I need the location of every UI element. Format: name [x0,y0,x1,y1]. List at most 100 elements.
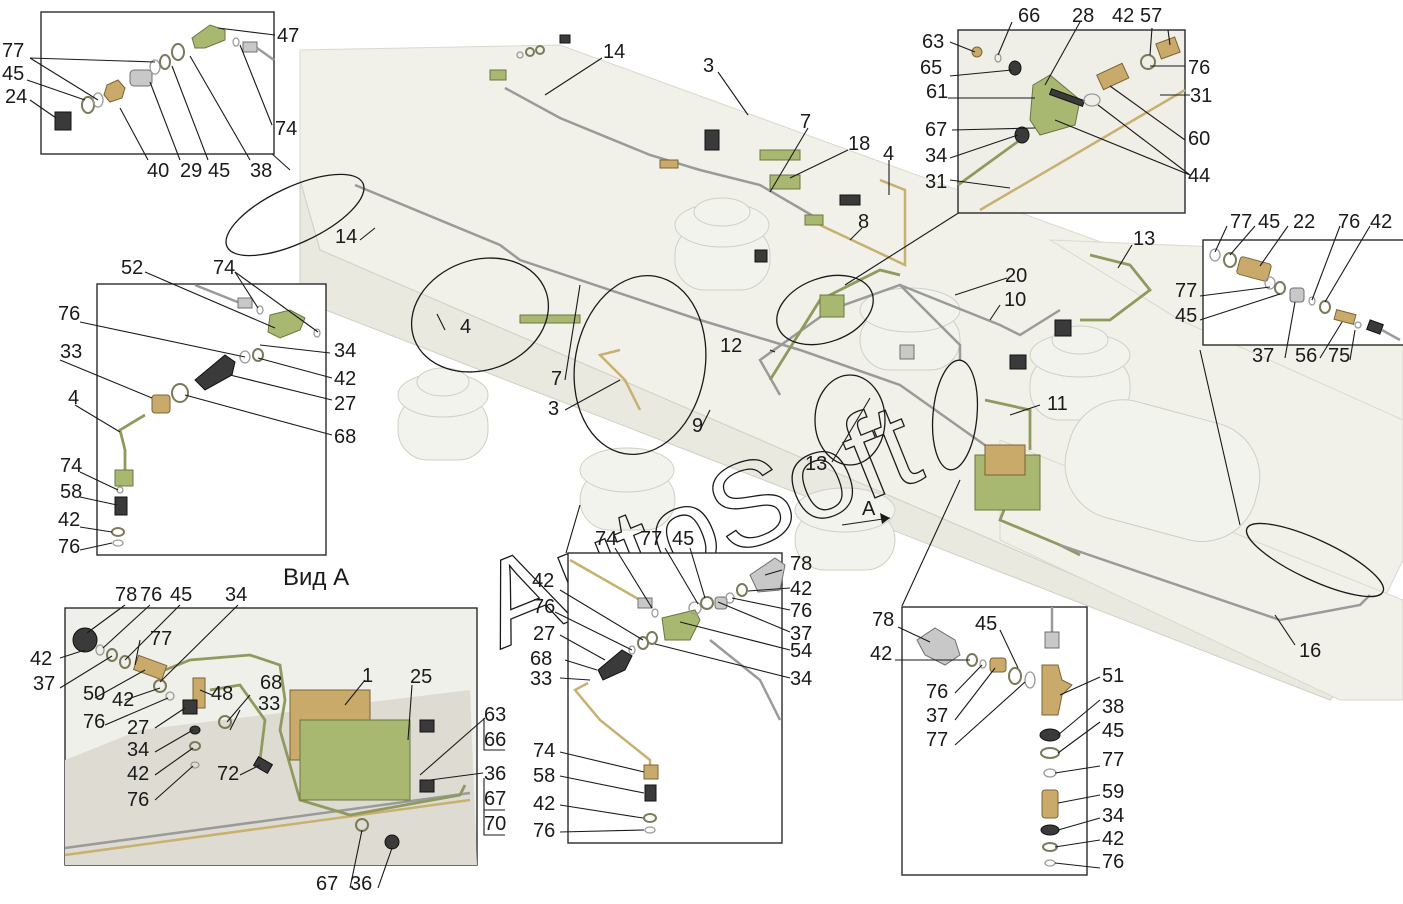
view-a-marker: A [862,498,876,520]
view-a-arrow: A [841,498,891,526]
label-50: 50 [83,683,105,705]
label-34b: 34 [127,739,149,761]
inset-center-bottom: 74 77 45 78 42 42 76 76 27 37 68 54 33 3… [530,528,812,844]
label-76c: 76 [533,820,555,842]
label-27: 27 [334,393,356,415]
label-45: 45 [1258,211,1280,233]
inset-left: 52 74 76 34 33 42 27 4 68 74 58 42 76 [58,257,356,558]
label-74b: 74 [533,740,555,762]
label-67b: 67 [316,873,338,895]
label-67: 67 [925,119,947,141]
label-77b: 77 [1175,280,1197,302]
label-37: 37 [790,623,812,645]
label-16: 16 [1299,640,1321,662]
label-45: 45 [170,584,192,606]
label-7b: 7 [551,368,562,390]
label-74: 74 [595,528,617,550]
label-76: 76 [140,584,162,606]
main-view-labels: 14 3 7 18 4 8 14 4 7 3 9 12 20 10 13 13 … [335,41,1321,662]
label-3: 3 [703,55,714,77]
label-27: 27 [533,623,555,645]
label-76b: 76 [790,600,812,622]
label-75: 75 [1328,345,1350,367]
label-76: 76 [533,596,555,618]
label-67: 67 [484,788,506,810]
label-34: 34 [790,668,812,690]
label-34: 34 [925,145,947,167]
inset-right: 77 45 22 76 42 77 45 37 56 75 [1175,211,1403,367]
label-9: 9 [692,415,703,437]
label-42: 42 [532,570,554,592]
label-34: 34 [334,340,356,362]
label-3b: 3 [548,398,559,420]
label-42: 42 [334,368,356,390]
label-74: 74 [275,118,297,140]
label-51: 51 [1102,665,1124,687]
callout-ellipse-4 [776,274,874,346]
label-13: 13 [1133,228,1155,250]
label-38: 38 [250,160,272,182]
label-48: 48 [211,683,233,705]
label-74b: 74 [60,455,82,477]
label-77b: 77 [1102,749,1124,771]
detail-callouts [225,173,1385,598]
label-4b: 4 [460,316,471,338]
label-10: 10 [1004,289,1026,311]
label-8: 8 [858,211,869,233]
inset-view-a: 78 76 45 34 42 77 37 50 42 48 68 1 25 76… [30,584,506,895]
fittings-main [489,34,1072,370]
label-14: 14 [603,41,625,63]
label-66: 66 [1018,5,1040,27]
label-76: 76 [1338,211,1360,233]
label-76c: 76 [127,789,149,811]
callout-ellipse-2 [410,257,550,373]
label-7: 7 [800,111,811,133]
label-47: 47 [277,25,299,47]
label-76: 76 [926,681,948,703]
label-68: 68 [530,648,552,670]
label-68: 68 [260,672,282,694]
label-4: 4 [68,387,79,409]
label-18: 18 [848,133,870,155]
label-57: 57 [1140,5,1162,27]
label-33: 33 [258,693,280,715]
label-56: 56 [1295,345,1317,367]
label-42b: 42 [58,509,80,531]
label-42: 42 [870,643,892,665]
label-45b: 45 [1102,720,1124,742]
valve-block-main [974,444,1041,511]
label-22: 22 [1293,211,1315,233]
label-34: 34 [1102,805,1124,827]
label-42: 42 [1112,5,1134,27]
label-52: 52 [121,257,143,279]
label-42: 42 [1370,211,1392,233]
label-76: 76 [58,303,80,325]
label-63: 63 [922,31,944,53]
bellow-6 [579,447,676,531]
label-4: 4 [883,143,894,165]
label-25: 25 [410,666,432,688]
label-77: 77 [640,528,662,550]
callout-ellipse-5 [814,374,886,466]
label-28: 28 [1072,5,1094,27]
label-36b: 36 [350,873,372,895]
label-45: 45 [2,63,24,85]
label-58: 58 [533,765,555,787]
label-37: 37 [926,705,948,727]
label-20: 20 [1005,265,1027,287]
label-31: 31 [1190,85,1212,107]
label-45: 45 [975,613,997,635]
label-42b: 42 [112,689,134,711]
callout-ellipse-7 [1245,522,1385,598]
label-77: 77 [926,729,948,751]
air-tank [1064,399,1261,542]
label-31b: 31 [925,171,947,193]
label-38: 38 [1102,696,1124,718]
label-77: 77 [1230,211,1252,233]
label-76b: 76 [83,711,105,733]
bellow-2 [397,367,489,461]
label-11: 11 [1047,393,1068,415]
label-74: 74 [213,257,235,279]
label-42b: 42 [1102,828,1124,850]
